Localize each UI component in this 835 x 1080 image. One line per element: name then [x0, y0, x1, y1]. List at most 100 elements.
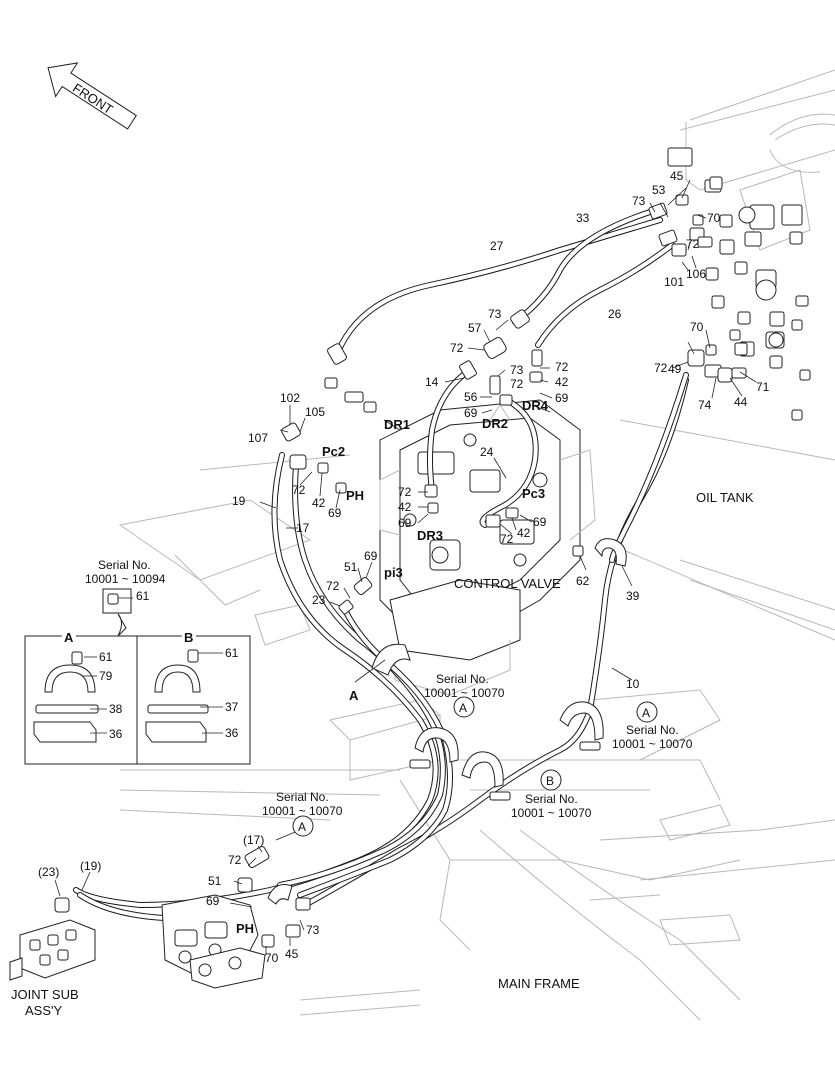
- part-17: 17: [296, 521, 310, 535]
- part-45-bottom: 45: [285, 947, 299, 961]
- callout-a-1: A: [459, 701, 467, 715]
- port-dr3: DR3: [417, 528, 443, 543]
- port-dr1: DR1: [384, 417, 410, 432]
- part-14: 14: [425, 375, 439, 389]
- part-70-bottom: 70: [265, 951, 279, 965]
- part-42-mid: 42: [555, 375, 569, 389]
- part-70-top: 70: [707, 211, 721, 225]
- part-73-mid2: 73: [510, 363, 524, 377]
- port-labels: DR1 DR2 DR4 DR3 Pc2 Pc3 PH pi3 PH: [236, 398, 549, 936]
- serial-notes: Serial No. 10001 ~ 10094 Serial No. 1000…: [85, 558, 693, 820]
- part-69-pi3: 69: [364, 549, 378, 563]
- part-62: 62: [576, 574, 590, 588]
- part-61-serial: 61: [136, 589, 150, 603]
- part-17-ref: (17): [243, 833, 264, 847]
- part-105: 105: [305, 405, 325, 419]
- serial-range-1: 10001 ~ 10094: [85, 572, 166, 586]
- part-72-bottom: 72: [228, 853, 242, 867]
- port-pi3: pi3: [384, 565, 403, 580]
- oil-tank-label: OIL TANK: [696, 490, 754, 505]
- port-pc3: Pc3: [522, 486, 545, 501]
- oil-tank-outline: [599, 69, 835, 641]
- port-pc2: Pc2: [322, 444, 345, 459]
- leader-lines: [54, 179, 757, 955]
- serial-label-3: Serial No.: [626, 723, 679, 737]
- part-56: 56: [464, 390, 478, 404]
- part-44: 44: [734, 395, 748, 409]
- part-53: 53: [652, 183, 666, 197]
- part-23-ref: (23): [38, 865, 59, 879]
- fittings: [54, 176, 748, 948]
- port-dr2: DR2: [482, 416, 508, 431]
- part-19: 19: [232, 494, 246, 508]
- tank-port-fittings: [667, 147, 811, 421]
- part-69-mid: 69: [555, 391, 569, 405]
- part-51-bottom: 51: [208, 874, 222, 888]
- part-73-mid: 73: [488, 307, 502, 321]
- detail-a-title: A: [64, 630, 74, 645]
- part-69-dr3: 69: [398, 516, 412, 530]
- joint-sub-label-2: ASS'Y: [25, 1003, 62, 1018]
- main-frame-label: MAIN FRAME: [498, 976, 580, 991]
- part-72-pc2: 72: [292, 483, 306, 497]
- part-73-bottom: 73: [306, 923, 320, 937]
- pilot-valve-block: [161, 894, 266, 989]
- part-72-dr3: 72: [398, 485, 412, 499]
- callout-a-2: A: [642, 706, 650, 720]
- serial-range-3: 10001 ~ 10070: [612, 737, 693, 751]
- clamp-detail-inset: A B: [24, 630, 251, 765]
- part-27: 27: [490, 239, 504, 253]
- port-ph-top: PH: [346, 488, 364, 503]
- part-42-dr3: 42: [398, 500, 412, 514]
- part-26: 26: [608, 307, 622, 321]
- part-42-pc3: 42: [517, 526, 531, 540]
- section-a-marker: A: [349, 688, 359, 703]
- part-51-top: 51: [344, 560, 358, 574]
- part-45-top: 45: [670, 169, 684, 183]
- part-23: 23: [312, 593, 326, 607]
- part-69-pc3: 69: [533, 515, 547, 529]
- part-33: 33: [576, 211, 590, 225]
- clamps: [267, 538, 627, 905]
- serial-label-5: Serial No.: [276, 790, 329, 804]
- part-10: 10: [626, 677, 640, 691]
- part-79: 79: [99, 669, 113, 683]
- part-72-mid2: 72: [510, 377, 524, 391]
- part-69-dr2: 69: [464, 406, 478, 420]
- port-dr4: DR4: [522, 398, 549, 413]
- part-61-a: 61: [99, 650, 113, 664]
- port-ph-bottom: PH: [236, 921, 254, 936]
- control-valve-label: CONTROL VALVE: [454, 576, 561, 591]
- part-70-right: 70: [690, 320, 704, 334]
- part-49: 49: [668, 362, 682, 376]
- part-19-ref: (19): [80, 859, 101, 873]
- part-39: 39: [626, 589, 640, 603]
- joint-sub-assy: [9, 919, 96, 981]
- part-number-labels: 45 53 73 70 72 106 101 33 27 26 73 57 72…: [38, 169, 770, 965]
- part-36-a: 36: [109, 727, 123, 741]
- serial-label-1: Serial No.: [98, 558, 151, 572]
- callout-b-1: B: [546, 774, 554, 788]
- part-72-mid1: 72: [450, 341, 464, 355]
- part-101: 101: [664, 275, 684, 289]
- detail-b-title: B: [184, 630, 193, 645]
- serial-range-4: 10001 ~ 10070: [511, 806, 592, 820]
- joint-sub-label-1: JOINT SUB: [11, 987, 79, 1002]
- part-42-pc2: 42: [312, 496, 326, 510]
- part-57: 57: [468, 321, 482, 335]
- part-36-b: 36: [225, 726, 239, 740]
- part-37: 37: [225, 700, 239, 714]
- part-69-bottom: 69: [206, 894, 220, 908]
- part-72-pc3: 72: [500, 532, 514, 546]
- part-102: 102: [280, 391, 300, 405]
- part-72-top: 72: [686, 237, 700, 251]
- serial-range-5: 10001 ~ 10070: [262, 804, 343, 818]
- component-labels: OIL TANK CONTROL VALVE MAIN FRAME JOINT …: [11, 490, 754, 1018]
- part-69-pc2: 69: [328, 506, 342, 520]
- callout-a-3: A: [298, 820, 306, 834]
- part-74: 74: [698, 398, 712, 412]
- part-24: 24: [480, 445, 494, 459]
- part-61-b: 61: [225, 646, 239, 660]
- part-106: 106: [686, 267, 706, 281]
